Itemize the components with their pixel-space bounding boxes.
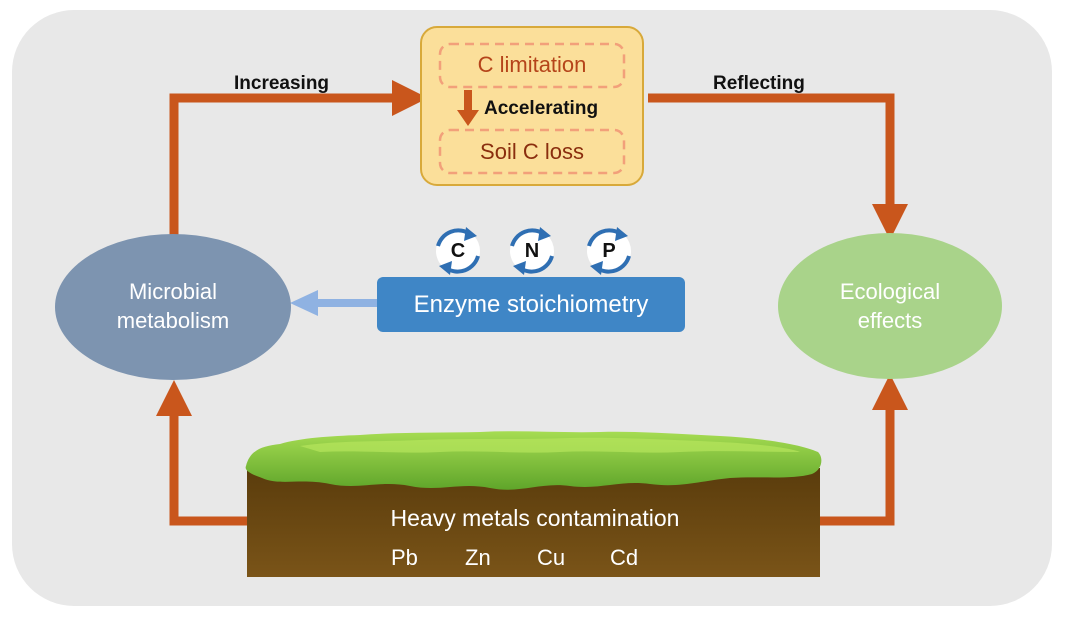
accelerating-label: Accelerating	[484, 98, 599, 119]
metal-cu-label: Cu	[537, 545, 566, 570]
enzyme-stoichiometry-label: Enzyme stoichiometry	[413, 291, 649, 318]
limitation-box	[420, 26, 644, 186]
microbial-metabolism-line1: Microbial	[128, 279, 218, 304]
arrow-microbial-to-limitation	[169, 80, 428, 235]
accelerating-arrow-shaft	[464, 90, 472, 112]
reflecting-label: Reflecting	[713, 73, 805, 94]
cycle-icon-n	[510, 227, 554, 275]
metal-cd-label: Cd	[610, 545, 639, 570]
heavy-metals-title: Heavy metals contamination	[390, 505, 680, 531]
arrow-enzyme-to-microbial-head	[290, 290, 318, 316]
enzyme-stoichiometry-box	[377, 277, 685, 332]
soil-c-loss-frame	[438, 128, 626, 175]
soil-c-loss-text: Soil C loss	[480, 139, 584, 164]
cycle-icon-p	[587, 227, 631, 275]
element-p-label: P	[602, 240, 616, 262]
arrow-soil-to-microbial	[156, 380, 250, 526]
soil-block	[247, 468, 820, 577]
arrow-soil-to-ecological	[816, 374, 908, 526]
grass-highlight	[300, 437, 800, 453]
element-c-label: C	[450, 240, 466, 262]
metal-zn-label: Zn	[465, 545, 491, 570]
arrow-limitation-to-ecological	[648, 93, 908, 240]
c-limitation-frame	[438, 42, 626, 89]
accelerating-arrow-head	[457, 110, 479, 126]
metal-pb-label: Pb	[391, 545, 418, 570]
increasing-label: Increasing	[234, 73, 330, 94]
element-n-label: N	[524, 240, 540, 262]
ecological-effects-line1: Ecological	[839, 279, 941, 304]
microbial-metabolism-line2: metabolism	[116, 308, 230, 333]
cycle-icon-c	[436, 227, 480, 275]
ecological-effects-node	[778, 233, 1002, 379]
c-limitation-text: C limitation	[477, 52, 587, 77]
microbial-metabolism-node	[55, 234, 291, 380]
ecological-effects-line2: effects	[857, 308, 923, 333]
